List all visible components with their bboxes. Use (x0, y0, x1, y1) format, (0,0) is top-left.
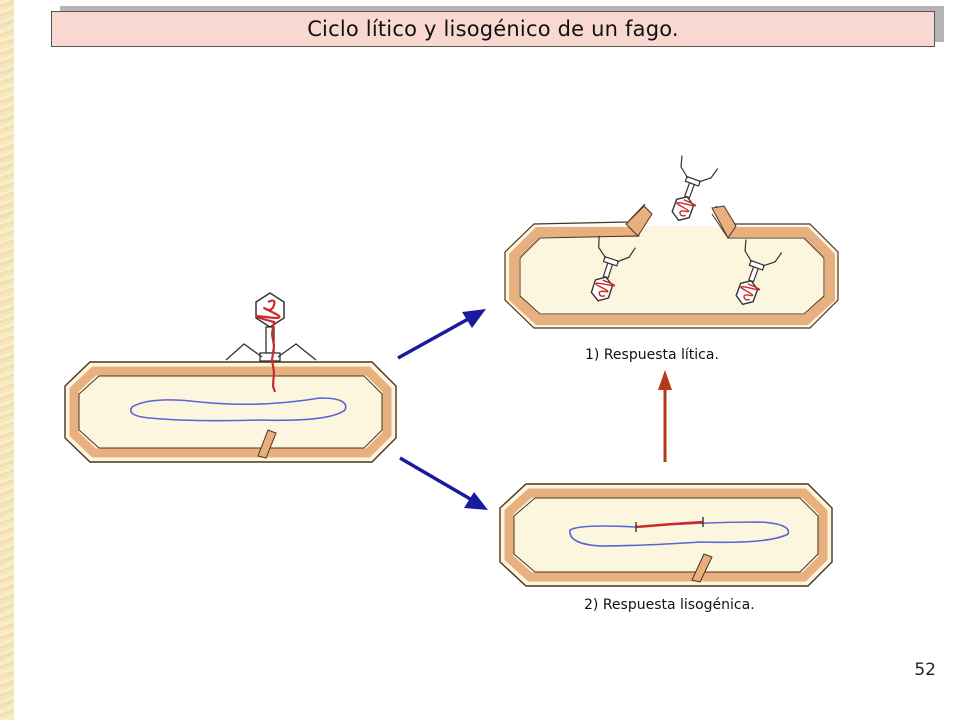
cell-pilus (257, 429, 277, 459)
arrow-to-lysogenic (399, 456, 488, 510)
label-lysogenic-response: 2) Respuesta lisogénica. (584, 597, 755, 613)
decorative-border (0, 0, 14, 720)
integrated-prophage (635, 520, 704, 529)
label-lytic-response: 1) Respuesta lítica. (585, 347, 719, 363)
cell-pilus-lysogen (691, 553, 713, 583)
released-phage (660, 154, 719, 228)
bacterial-chromosome (130, 397, 347, 422)
infecting-phage (225, 292, 317, 393)
slide-title: Ciclo lítico y lisogénico de un fago. (307, 17, 679, 41)
arrow-induction (658, 370, 672, 462)
broken-wall-left (625, 205, 653, 237)
infected-bacterium (64, 361, 397, 463)
page-number: 52 (914, 660, 936, 680)
title-box: Ciclo lítico y lisogénico de un fago. (51, 11, 935, 47)
injected-phage-dna (255, 299, 281, 393)
broken-wall-right (711, 205, 737, 239)
lytic-bacterium (504, 203, 839, 329)
arrow-to-lytic (397, 309, 486, 360)
lysogenic-bacterium (499, 483, 833, 587)
